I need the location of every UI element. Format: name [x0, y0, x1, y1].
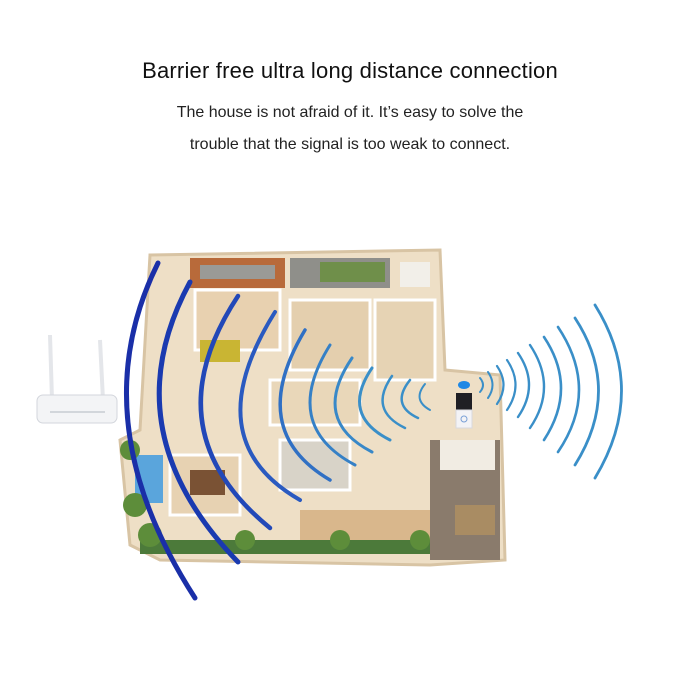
video-doorbell-icon: [455, 381, 473, 429]
floor-plan-3d: [118, 248, 507, 567]
router-icon: [36, 334, 118, 424]
headline: Barrier free ultra long distance connect…: [142, 58, 558, 83]
router-signal-waves: [123, 260, 431, 601]
description-line-1: The house is not afraid of it. It’s easy…: [176, 104, 524, 121]
description-line-2: trouble that the signal is too weak to c…: [189, 136, 511, 153]
doorbell-signal-waves: [479, 303, 623, 480]
